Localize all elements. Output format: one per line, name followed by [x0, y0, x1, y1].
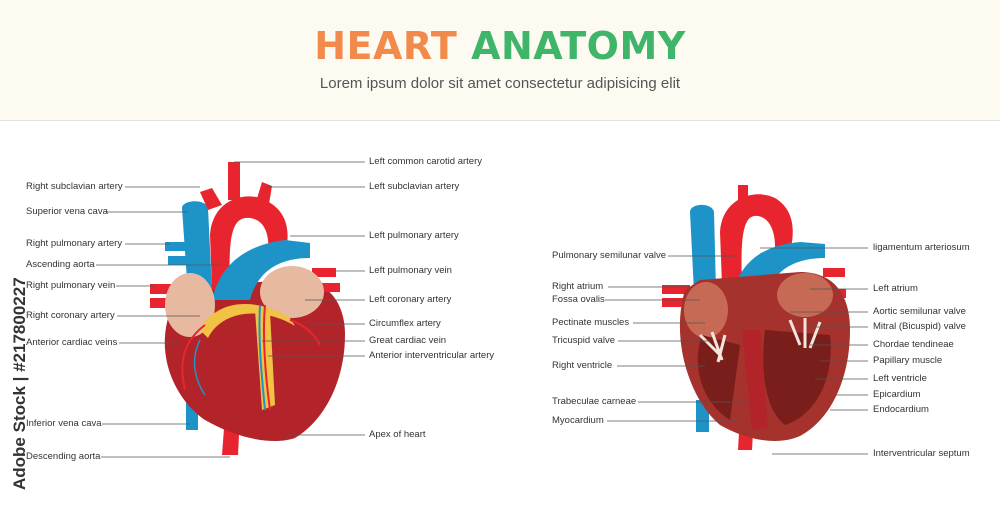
- label-descending-aorta: Descending aorta: [26, 451, 101, 462]
- label-inferior-vena-cava: Inferior vena cava: [26, 418, 102, 429]
- label-tricuspid-valve: Tricuspid valve: [552, 335, 616, 346]
- page-subtitle: Lorem ipsum dolor sit amet consectetur a…: [319, 75, 681, 92]
- label-trabeculae-carneae: Trabeculae carneae: [552, 396, 637, 407]
- label-left-ventricle: Left ventricle: [873, 373, 927, 384]
- label-left-pulmonary-artery: Left pulmonary artery: [369, 230, 459, 241]
- pulmonary-vein-internal-1: [662, 285, 690, 294]
- carotid-internal: [738, 185, 748, 200]
- superior-vena-cava: [182, 201, 212, 295]
- label-left-common-carotid-artery: Left common carotid artery: [369, 156, 482, 167]
- tricuspid-valve-leaflets: [698, 331, 727, 363]
- left-ventricle-chamber: [763, 330, 831, 425]
- left-pulmonary-vein-2: [318, 283, 340, 292]
- right-pulmonary-artery: [165, 242, 185, 251]
- label-chordae-tendineae: Chordae tendineae: [873, 339, 954, 350]
- right-pulmonary-vein-1: [150, 284, 180, 294]
- page-title: HEART ANATOMY: [0, 24, 1000, 68]
- label-left-coronary-artery: Left coronary artery: [369, 294, 452, 305]
- title-word-heart: HEART: [314, 24, 458, 68]
- carotid-branch: [228, 162, 240, 200]
- title-word-anatomy: ANATOMY: [471, 24, 686, 68]
- label-pulmonary-semilunar-valve: Pulmonary semilunar valve: [552, 250, 667, 261]
- label-circumflex-artery: Circumflex artery: [369, 318, 441, 329]
- mitral-valve-leaflets: [788, 318, 822, 349]
- label-aortic-semilunar-valve: Aortic semilunar valve: [873, 306, 966, 317]
- label-anterior-cardiac-veins: Anterior cardiac veins: [26, 337, 118, 348]
- right-ventricle-chamber: [697, 335, 740, 420]
- label-left-pulmonary-vein: Left pulmonary vein: [369, 265, 452, 276]
- label-right-ventricle: Right ventricle: [552, 360, 613, 371]
- right-coronary-artery-line: [181, 324, 206, 391]
- svc-internal: [690, 204, 716, 292]
- pulmonary-vein-internal-3: [823, 268, 845, 277]
- left-atrium-chamber: [777, 273, 833, 317]
- anterior-interventricular-artery-line: [262, 304, 271, 411]
- label-right-pulmonary-vein: Right pulmonary vein: [26, 280, 116, 291]
- right-pulmonary-artery-2: [168, 256, 186, 265]
- label-epicardium: Epicardium: [873, 389, 921, 400]
- label-pectinate-muscles: Pectinate muscles: [552, 317, 630, 328]
- anterior-cardiac-vein-line: [193, 339, 206, 396]
- aortic-arch-internal: [720, 194, 793, 285]
- circumflex-artery-line: [289, 319, 321, 346]
- label-interventricular-septum: Interventricular septum: [873, 448, 970, 459]
- left-atrium-external: [260, 266, 324, 318]
- label-left-subclavian-artery: Left subclavian artery: [369, 181, 460, 192]
- label-ascending-aorta: Ascending aorta: [26, 259, 95, 270]
- label-apex-of-heart: Apex of heart: [369, 429, 426, 440]
- label-ligamentum-arteriosum: ligamentum arteriosum: [873, 242, 970, 253]
- label-endocardium: Endocardium: [873, 404, 929, 415]
- left-pulmonary-vein-1: [312, 268, 336, 277]
- header-banner: HEART ANATOMY Lorem ipsum dolor sit amet…: [0, 0, 1000, 121]
- label-right-coronary-artery: Right coronary artery: [26, 310, 115, 321]
- label-fossa-ovalis: Fossa ovalis: [552, 294, 605, 305]
- label-superior-vena-cava: Superior vena cava: [26, 206, 108, 217]
- label-myocardium: Myocardium: [552, 415, 604, 426]
- right-atrium-chamber: [684, 282, 728, 338]
- subclavian-branch: [255, 182, 272, 210]
- brachiocephalic-branch: [200, 188, 222, 210]
- label-right-subclavian-artery: Right subclavian artery: [26, 181, 123, 192]
- pulmonary-trunk: [212, 240, 310, 300]
- label-right-pulmonary-artery: Right pulmonary artery: [26, 238, 123, 249]
- coronary-fat: [200, 304, 295, 338]
- label-left-atrium: Left atrium: [873, 283, 918, 294]
- label-mitral-valve: Mitral (Bicuspid) valve: [873, 321, 966, 332]
- interventricular-septum: [742, 330, 768, 430]
- right-atrium-external: [165, 273, 215, 337]
- pulmonary-vein-internal-2: [662, 298, 690, 307]
- label-anterior-interventricular-artery: Anterior interventricular artery: [369, 350, 495, 361]
- right-pulmonary-vein-2: [150, 298, 180, 308]
- label-great-cardiac-vein: Great cardiac vein: [369, 335, 447, 346]
- label-papillary-muscle: Papillary muscle: [873, 355, 943, 366]
- label-right-atrium: Right atrium: [552, 281, 604, 292]
- great-cardiac-vein-line: [258, 304, 266, 411]
